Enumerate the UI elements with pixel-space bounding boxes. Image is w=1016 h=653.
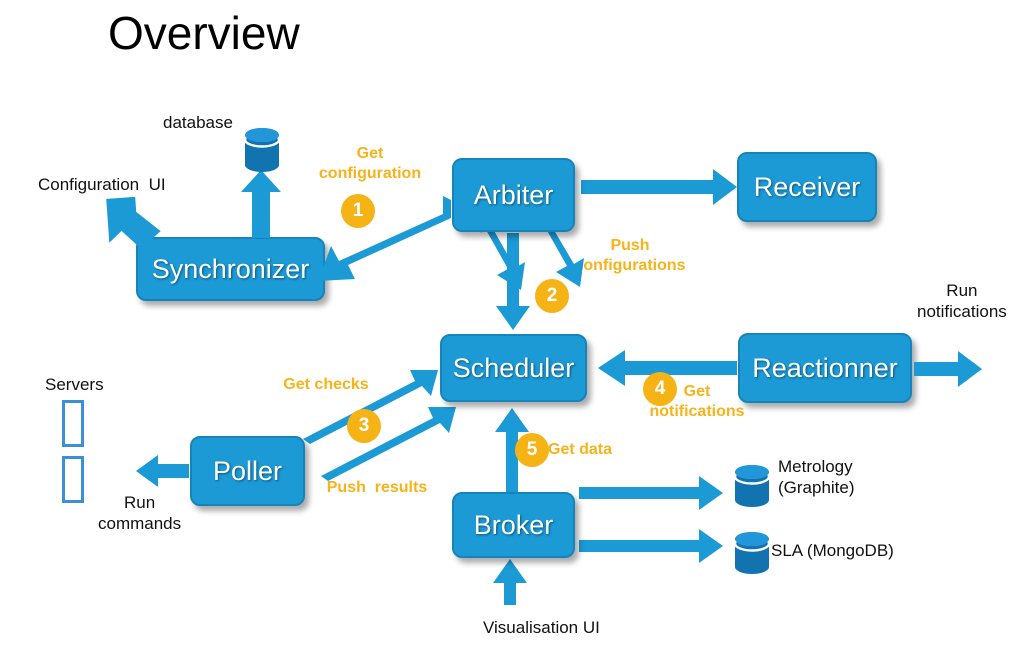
- label-database: database: [163, 113, 233, 132]
- node-label-arbiter: Arbiter: [473, 179, 554, 210]
- label-visualisation-ui: Visualisation UI: [483, 618, 600, 637]
- label-sla: SLA (MongoDB): [771, 541, 894, 560]
- label-metrology: Metrology (Graphite): [778, 457, 855, 498]
- step-badge-3: 3: [347, 409, 381, 443]
- arrow-poller-to-servers: [136, 455, 189, 487]
- arrow-arbiter-fanout-left: [480, 227, 525, 290]
- label-servers: Servers: [45, 375, 104, 394]
- arrow-arbiter-to-scheduler: [496, 233, 530, 330]
- node-scheduler[interactable]: Scheduler: [440, 334, 587, 402]
- node-poller[interactable]: Poller: [190, 436, 305, 506]
- node-broker[interactable]: Broker: [452, 492, 575, 558]
- arrow-reactionner-run-notifications: [914, 351, 982, 387]
- server-rack-2: [62, 456, 84, 503]
- step-badge-4: 4: [643, 372, 677, 406]
- label-push-results: Push results: [326, 479, 428, 496]
- arrow-synchronizer-to-database: [241, 170, 281, 238]
- arrow-broker-to-metrology: [579, 476, 723, 510]
- label-get-notifications: Get notifications: [649, 383, 745, 420]
- node-arbiter[interactable]: Arbiter: [452, 158, 575, 232]
- step-badge-1: 1: [341, 194, 375, 228]
- step-badge-5: 5: [515, 433, 549, 467]
- node-synchronizer[interactable]: Synchronizer: [136, 237, 325, 301]
- node-label-synchronizer: Synchronizer: [151, 253, 310, 284]
- arrow-visualisation-ui-to-broker: [493, 559, 527, 605]
- node-reactionner[interactable]: Reactionner: [738, 333, 912, 403]
- arrow-poller-to-scheduler-push-results: [321, 407, 456, 481]
- label-push-configurations: Push configurations: [574, 237, 686, 274]
- database-cylinder: [243, 128, 281, 172]
- step-badge-2: 2: [535, 279, 569, 313]
- metrology-cylinder: [733, 465, 771, 507]
- node-label-reactionner: Reactionner: [752, 352, 898, 383]
- page-title: Overview: [108, 7, 300, 59]
- node-label-receiver: Receiver: [753, 171, 861, 202]
- label-get-checks: Get checks: [283, 376, 369, 393]
- arrow-broker-to-sla: [579, 529, 723, 563]
- label-get-configuration: Get configuration: [318, 145, 422, 182]
- label-run-commands: Run commands: [98, 493, 182, 534]
- label-run-notifications: Run notifications: [917, 281, 1007, 322]
- node-label-broker: Broker: [473, 509, 554, 540]
- node-label-scheduler: Scheduler: [452, 352, 575, 383]
- arrow-arbiter-to-receiver: [581, 169, 737, 205]
- label-configuration-ui: Configuration UI: [38, 175, 166, 194]
- node-label-poller: Poller: [212, 455, 283, 486]
- sla-cylinder: [733, 532, 771, 574]
- arrow-arbiter-to-synchronizer: [318, 196, 451, 281]
- label-get-data: Get data: [548, 441, 613, 458]
- node-receiver[interactable]: Receiver: [737, 152, 877, 222]
- server-rack-1: [62, 400, 84, 447]
